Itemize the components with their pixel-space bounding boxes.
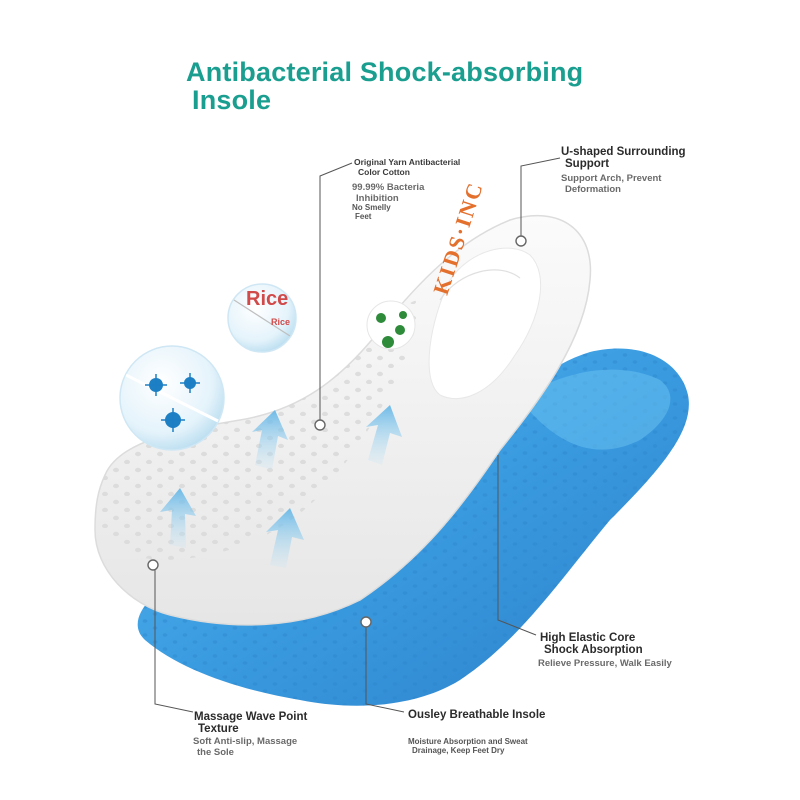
callout-breathable-title: Ousley Breathable Insole bbox=[408, 709, 546, 721]
rice-bubble bbox=[227, 283, 297, 353]
green-bacteria-spot bbox=[366, 300, 416, 350]
callout-elastic-sub: Relieve Pressure, Walk Easily bbox=[538, 658, 672, 670]
callout-breathable-sub-line1: Moisture Absorption and Sweat bbox=[408, 737, 528, 746]
title-line-1: Antibacterial Shock-absorbing bbox=[186, 57, 584, 87]
title-line-2: Insole bbox=[192, 85, 272, 115]
callout-massage-sub: Soft Anti-slip, Massage the Sole bbox=[193, 736, 298, 758]
airflow-arrows bbox=[160, 405, 402, 568]
callout-massage: Massage Wave Point Texture bbox=[194, 711, 307, 735]
callout-breathable-sub: Moisture Absorption and Sweat Drainage, … bbox=[408, 737, 528, 755]
callout-elastic: High Elastic Core Shock Absorption bbox=[540, 632, 643, 656]
callout-ushape-sub-line1: Support Arch, Prevent bbox=[561, 173, 662, 184]
callout-yarn-title-2: Color Cotton bbox=[358, 166, 410, 177]
callout-ushape-sub: Support Arch, Prevent Deformation bbox=[561, 173, 662, 195]
callout-yarn-title-1: Original Yarn Antibacterial bbox=[354, 157, 461, 167]
callout-massage-title-1: Massage Wave Point bbox=[194, 711, 308, 723]
callout-breathable: Ousley Breathable Insole bbox=[408, 709, 545, 721]
callout-elastic-sub-line: Relieve Pressure, Walk Easily bbox=[538, 658, 672, 669]
bacteria-bubble bbox=[119, 345, 225, 451]
page-title: Antibacterial Shock-absorbing Insole bbox=[186, 58, 583, 114]
callout-yarn-sub2-line1: No Smelly bbox=[352, 203, 391, 212]
callout-ushape: U-shaped Surrounding Support bbox=[561, 146, 686, 170]
callout-yarn-sub1-line2: Inhibition bbox=[356, 192, 399, 204]
callout-ushape-sub-line2: Deformation bbox=[565, 183, 621, 195]
callout-breathable-sub-line2: Drainage, Keep Feet Dry bbox=[412, 746, 505, 755]
callout-elastic-title-2: Shock Absorption bbox=[544, 644, 643, 656]
callout-ushape-title-1: U-shaped Surrounding bbox=[561, 146, 686, 158]
callout-yarn-sub1: 99.99% Bacteria Inhibition bbox=[352, 182, 425, 204]
callout-ushape-title-2: Support bbox=[565, 158, 610, 170]
rice-label-large: Rice bbox=[246, 288, 289, 310]
callout-yarn-sub2: No Smelly Feet bbox=[352, 203, 391, 221]
callout-massage-sub-line1: Soft Anti-slip, Massage bbox=[193, 736, 298, 747]
callout-yarn-sub2-line2: Feet bbox=[355, 212, 372, 221]
callout-elastic-title-1: High Elastic Core bbox=[540, 632, 636, 644]
rice-label-small: Rice bbox=[271, 317, 291, 327]
callout-yarn-sub1-line1: 99.99% Bacteria bbox=[352, 182, 425, 193]
callout-massage-sub-line2: the Sole bbox=[197, 746, 234, 758]
callout-massage-title-2: Texture bbox=[198, 723, 239, 735]
callout-yarn: Original Yarn Antibacterial Color Cotton bbox=[354, 157, 461, 177]
